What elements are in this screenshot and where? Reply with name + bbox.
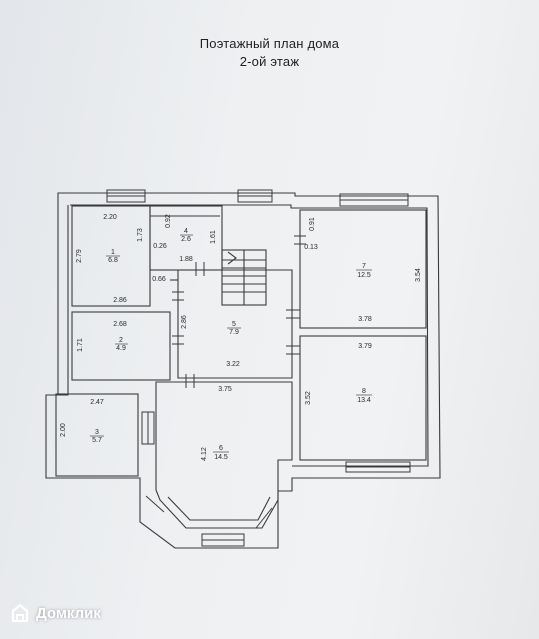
- room-8-number: 8: [362, 388, 366, 395]
- room-2-area: 4.9: [116, 345, 126, 352]
- room-4-area: 2.6: [181, 236, 191, 243]
- dim-2-79: 2.79: [76, 249, 83, 263]
- room-1-number: 1: [111, 249, 115, 256]
- dim-4-12: 4.12: [201, 447, 208, 461]
- dim-0-13: 0.13: [304, 244, 318, 251]
- dim-1-73: 1.73: [137, 228, 144, 242]
- staircase: [221, 249, 267, 306]
- room-5-area: 7.9: [229, 329, 239, 336]
- dim-1-71: 1.71: [77, 338, 84, 352]
- room-1-area: 6.8: [108, 257, 118, 264]
- dim-1-88: 1.88: [179, 256, 193, 263]
- dim-2-20: 2.20: [103, 214, 117, 221]
- dim-0-91: 0.91: [309, 217, 316, 231]
- room-2-outline: [71, 311, 171, 381]
- room-8-area: 13.4: [357, 397, 371, 404]
- room-5-outline: [177, 269, 293, 379]
- floor-subtitle: 2-ой этаж: [239, 54, 300, 69]
- room-2-number: 2: [119, 337, 123, 344]
- dim-3-78: 3.78: [358, 316, 372, 323]
- dim-3-52: 3.52: [305, 391, 312, 405]
- plan-title: Поэтажный план дома: [199, 36, 340, 51]
- dim-2-86-b: 2.86: [181, 315, 188, 329]
- dim-1-61: 1.61: [210, 230, 217, 244]
- watermark: Домклик: [10, 601, 101, 625]
- dim-2-68: 2.68: [113, 321, 127, 328]
- dim-3-22: 3.22: [226, 361, 240, 368]
- windows: [106, 189, 411, 547]
- outer-wall: [45, 192, 441, 549]
- dim-0-26: 0.26: [153, 243, 167, 250]
- room-3-number: 3: [95, 429, 99, 436]
- dim-3-79: 3.79: [358, 343, 372, 350]
- dim-0-92: 0.92: [165, 214, 172, 228]
- room-8-outline: [299, 335, 427, 461]
- dim-0-66: 0.66: [152, 276, 166, 283]
- dim-3-75: 3.75: [218, 386, 232, 393]
- room-7-area: 12.5: [357, 272, 371, 279]
- door-ticks: [172, 235, 306, 388]
- room-3-area: 5.7: [92, 437, 102, 444]
- dim-2-00: 2.00: [60, 423, 67, 437]
- room-3-outline: [55, 393, 139, 477]
- room-4-number: 4: [184, 228, 188, 235]
- watermark-brand: Домклик: [36, 604, 101, 622]
- dim-2-86-a: 2.86: [113, 297, 127, 304]
- dim-2-47: 2.47: [90, 399, 104, 406]
- room-7-number: 7: [362, 263, 366, 270]
- room-6-outline: [155, 381, 293, 529]
- outer-wall-inner: [58, 204, 429, 467]
- dim-3-54: 3.54: [415, 268, 422, 282]
- labels: 1 6.8 2 4.9 3 5.7 4 2.6 5 7.9 6 14.5 7 1…: [60, 214, 422, 461]
- room-6-number: 6: [219, 445, 223, 452]
- room-6-area: 14.5: [214, 454, 228, 461]
- domclick-logo-icon: [11, 603, 29, 623]
- room-5-number: 5: [232, 321, 236, 328]
- room-7-outline: [299, 209, 427, 329]
